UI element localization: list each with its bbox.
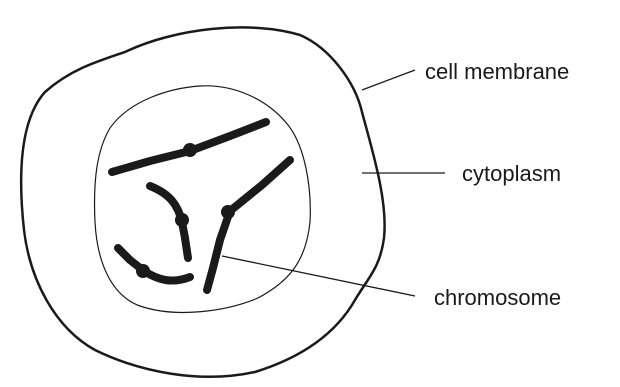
centromere-3 (221, 205, 235, 219)
centromere-4 (136, 264, 150, 278)
label-cytoplasm: cytoplasm (462, 161, 561, 186)
cell-membrane-outline (19, 26, 386, 378)
nucleus-outline (93, 85, 311, 313)
chromosome-4 (114, 244, 194, 285)
centromere-2 (175, 213, 189, 227)
label-chromosome: chromosome (434, 285, 561, 310)
leader-line-chromosome (221, 255, 416, 297)
chromosome-3 (203, 156, 294, 294)
leader-line-cell-membrane (361, 69, 416, 91)
label-cell-membrane: cell membrane (425, 59, 569, 84)
centromere-1 (183, 143, 197, 157)
